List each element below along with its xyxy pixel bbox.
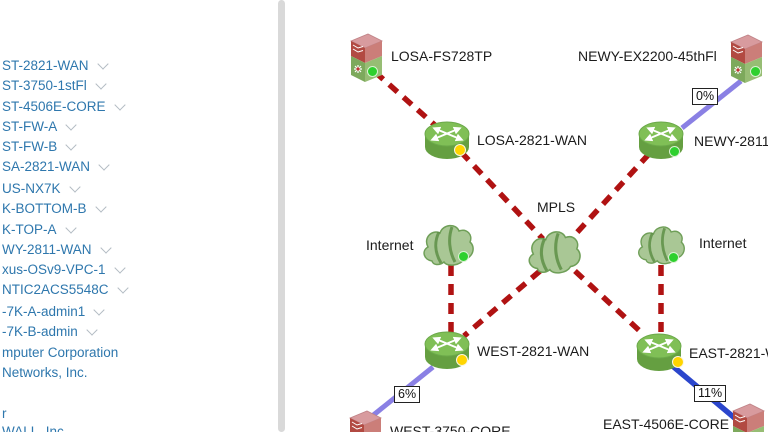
link-utilization-label-west[interactable]: 6% (394, 386, 421, 403)
sidebar-item-7k-b-admin[interactable]: -7K-B-admin (2, 323, 98, 341)
cloud-icon (423, 224, 474, 266)
link-utilization-label-east[interactable]: 11% (694, 385, 727, 402)
sidebar-item-label: K-BOTTOM-B (2, 201, 87, 216)
sidebar-scrollbar[interactable] (278, 0, 285, 432)
node-west-2821-wan[interactable] (423, 329, 471, 376)
sidebar-item-label: -7K-A-admin1 (2, 304, 86, 319)
switch-icon (732, 403, 765, 432)
sidebar-item-sa-2821-wan[interactable]: SA-2821-WAN (2, 158, 110, 176)
link-mpls-east-wan[interactable] (573, 268, 645, 337)
link-utilization-label-newy[interactable]: 0% (692, 88, 719, 105)
status-up-icon (669, 146, 680, 157)
sidebar-item-wall-inc[interactable]: WALL, Inc. (2, 423, 68, 432)
sidebar-item-xus-osv9-vpc-1[interactable]: xus-OSv9-VPC-1 (2, 261, 126, 279)
node-internet-east-cloud[interactable] (634, 220, 686, 275)
sidebar-item-k-bottom-b[interactable]: K-BOTTOM-B (2, 200, 107, 218)
status-warning-icon (454, 144, 466, 156)
sidebar-item-label: r (2, 406, 7, 421)
switch-icon (730, 34, 763, 83)
sidebar-item-k-top-a[interactable]: K-TOP-A (2, 221, 77, 239)
node-label-newy-ex2200: NEWY-EX2200-45thFl (578, 48, 717, 64)
sidebar-item-label: SA-2821-WAN (2, 159, 91, 174)
sidebar-item-st-3750-1stfl[interactable]: ST-3750-1stFl (2, 77, 107, 95)
node-east-2821-wan[interactable] (635, 331, 683, 378)
sidebar-item-label: ST-FW-B (2, 139, 58, 154)
node-label-west-3750-core: WEST-3750-CORE (390, 423, 511, 432)
node-mpls-cloud[interactable] (524, 224, 582, 285)
sidebar-item-label: ST-3750-1stFl (2, 78, 87, 93)
link-losa-fs728tp-losa-wan[interactable] (373, 69, 439, 130)
link-newy-wan-mpls[interactable] (568, 152, 652, 241)
sidebar-item-st-fw-b[interactable]: ST-FW-B (2, 138, 77, 156)
sidebar-item-label: Networks, Inc. (2, 365, 88, 380)
router-icon (424, 121, 470, 159)
sidebar-item-label: -7K-B-admin (2, 324, 78, 339)
sidebar-item-us-nx7k[interactable]: US-NX7K (2, 180, 81, 198)
node-label-losa-fs728tp: LOSA-FS728TP (391, 48, 493, 64)
link-losa-wan-mpls[interactable] (458, 150, 546, 241)
node-label-internet-east: Internet (699, 235, 747, 251)
device-list-sidebar: ST-2821-WAN ST-3750-1stFl ST-4506E-CORE … (0, 0, 270, 432)
status-up-icon (750, 66, 761, 77)
status-warning-icon (672, 356, 684, 368)
cloud-icon (528, 231, 581, 274)
node-label-newy-2811-wan: NEWY-2811-WAN (694, 133, 768, 149)
status-warning-icon (456, 354, 468, 366)
sidebar-item-computer-corporation[interactable]: mputer Corporation (2, 344, 118, 362)
sidebar-item-label: ST-FW-A (2, 119, 58, 134)
sidebar-item-st-fw-a[interactable]: ST-FW-A (2, 118, 77, 136)
sidebar-item-label: mputer Corporation (2, 345, 119, 360)
sidebar-item-label: US-NX7K (2, 181, 61, 196)
router-icon (636, 333, 682, 371)
node-label-west-2821-wan: WEST-2821-WAN (477, 343, 590, 359)
switch-icon (349, 410, 382, 432)
sidebar-item-label: ST-4506E-CORE (2, 99, 106, 114)
sidebar-item-fragment[interactable]: r (2, 405, 7, 423)
node-east-4506e-core[interactable] (727, 402, 768, 432)
status-up-icon (668, 252, 679, 263)
sidebar-item-label: ST-2821-WAN (2, 58, 89, 73)
sidebar-item-7k-a-admin1[interactable]: -7K-A-admin1 (2, 303, 105, 321)
node-west-3750-core[interactable] (346, 409, 384, 432)
node-newy-2811-wan[interactable] (637, 119, 685, 166)
switch-icon (350, 33, 383, 82)
node-label-east-2821-wan: EAST-2821-WAN (689, 345, 768, 361)
node-label-losa-2821-wan: LOSA-2821-WAN (477, 132, 587, 148)
sidebar-item-label: WALL, Inc. (2, 424, 68, 432)
sidebar-item-label: NTIC2ACS5548C (2, 282, 109, 297)
node-losa-2821-wan[interactable] (423, 119, 471, 166)
status-up-icon (367, 66, 378, 77)
sidebar-item-ntic2acs5548c[interactable]: NTIC2ACS5548C (2, 281, 129, 299)
sidebar-item-label: WY-2811-WAN (2, 242, 92, 257)
link-mpls-west-wan[interactable] (462, 268, 542, 339)
sidebar-item-st-4506e-core[interactable]: ST-4506E-CORE (2, 98, 126, 116)
sidebar-item-st-2821-wan[interactable]: ST-2821-WAN (2, 57, 109, 75)
sidebar-item-networks-inc[interactable]: Networks, Inc. (2, 364, 88, 382)
sidebar-item-label: xus-OSv9-VPC-1 (2, 262, 106, 277)
node-label-internet-west: Internet (366, 237, 414, 253)
node-label-mpls: MPLS (536, 199, 576, 215)
status-up-icon (458, 251, 469, 262)
cloud-icon (638, 226, 685, 265)
node-label-east-4506e-core: EAST-4506E-CORE (603, 416, 730, 432)
node-internet-west-cloud[interactable] (419, 220, 475, 275)
sidebar-item-wy-2811-wan[interactable]: WY-2811-WAN (2, 241, 112, 259)
node-losa-fs728tp[interactable] (347, 32, 385, 89)
sidebar-item-label: K-TOP-A (2, 222, 57, 237)
node-newy-ex2200[interactable] (727, 33, 765, 90)
